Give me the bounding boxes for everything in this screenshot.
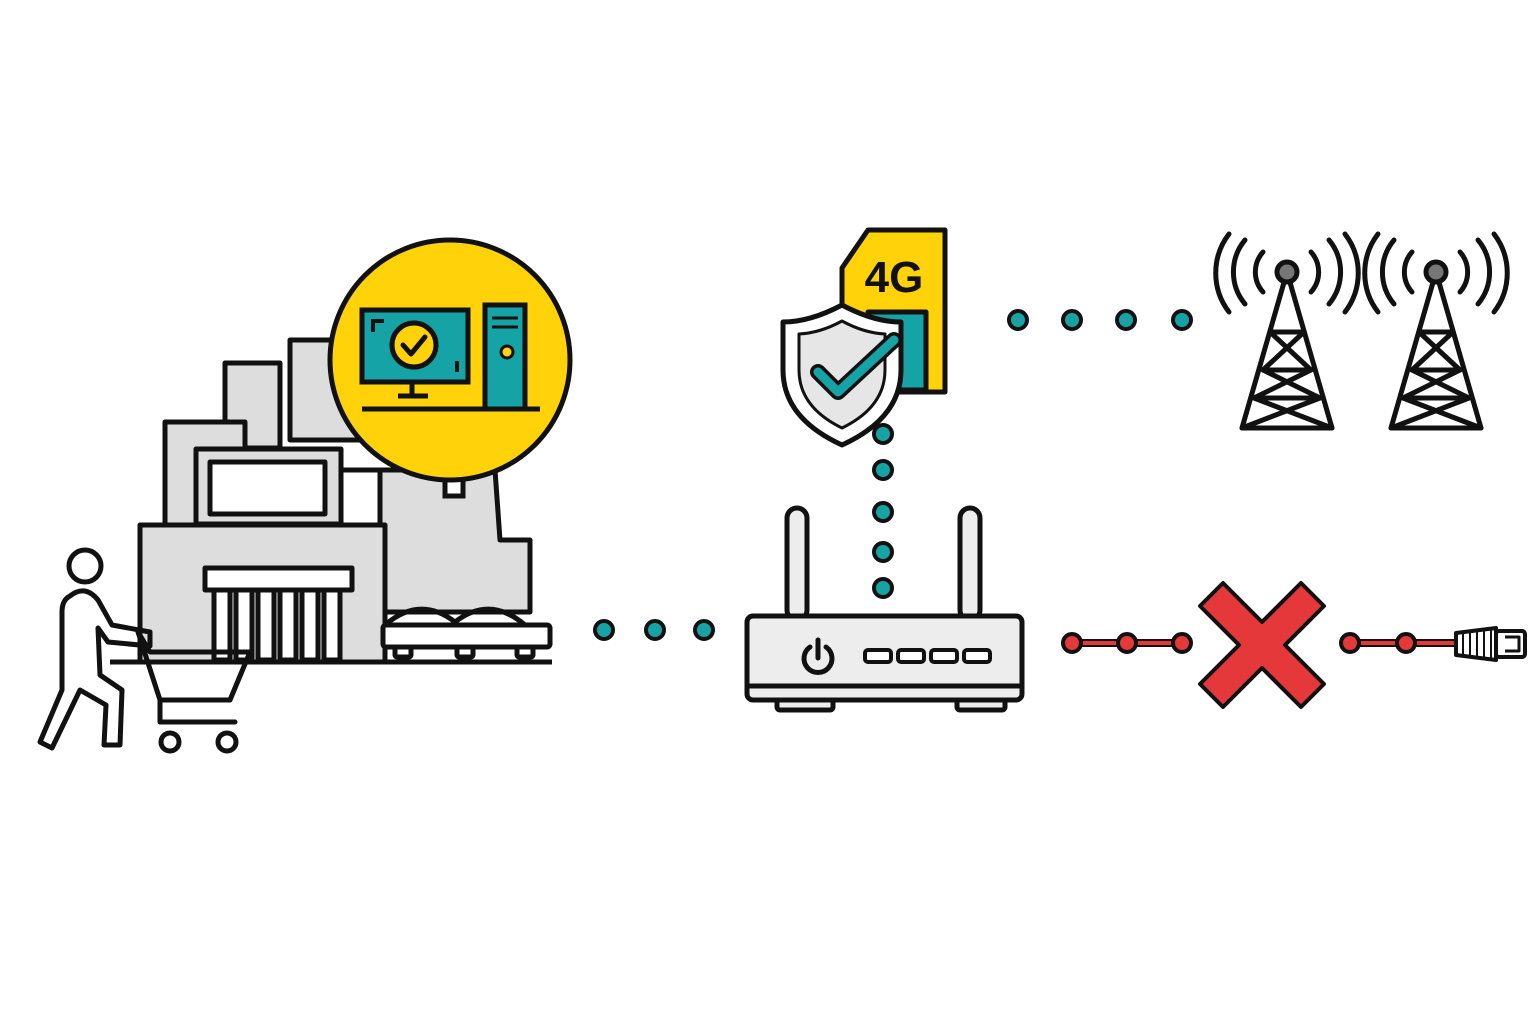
router-to-sim-link xyxy=(872,423,894,599)
ethernet-plug-icon xyxy=(1454,626,1527,662)
sim-card-label: 4G xyxy=(865,253,924,302)
router-to-ethernet-failed-link xyxy=(1061,632,1458,654)
pos-computer-check-icon xyxy=(327,237,573,499)
store-to-router-link xyxy=(593,619,715,641)
shield-check-icon xyxy=(780,302,904,448)
cell-tower-icon xyxy=(1213,231,1361,431)
cell-tower-icon xyxy=(1362,231,1510,431)
x-mark-icon xyxy=(1198,581,1326,709)
sim-to-tower-link xyxy=(1007,309,1193,331)
router-icon xyxy=(744,505,1025,713)
shopper-with-cart-icon xyxy=(37,547,253,754)
retail-store-icon xyxy=(110,337,553,665)
